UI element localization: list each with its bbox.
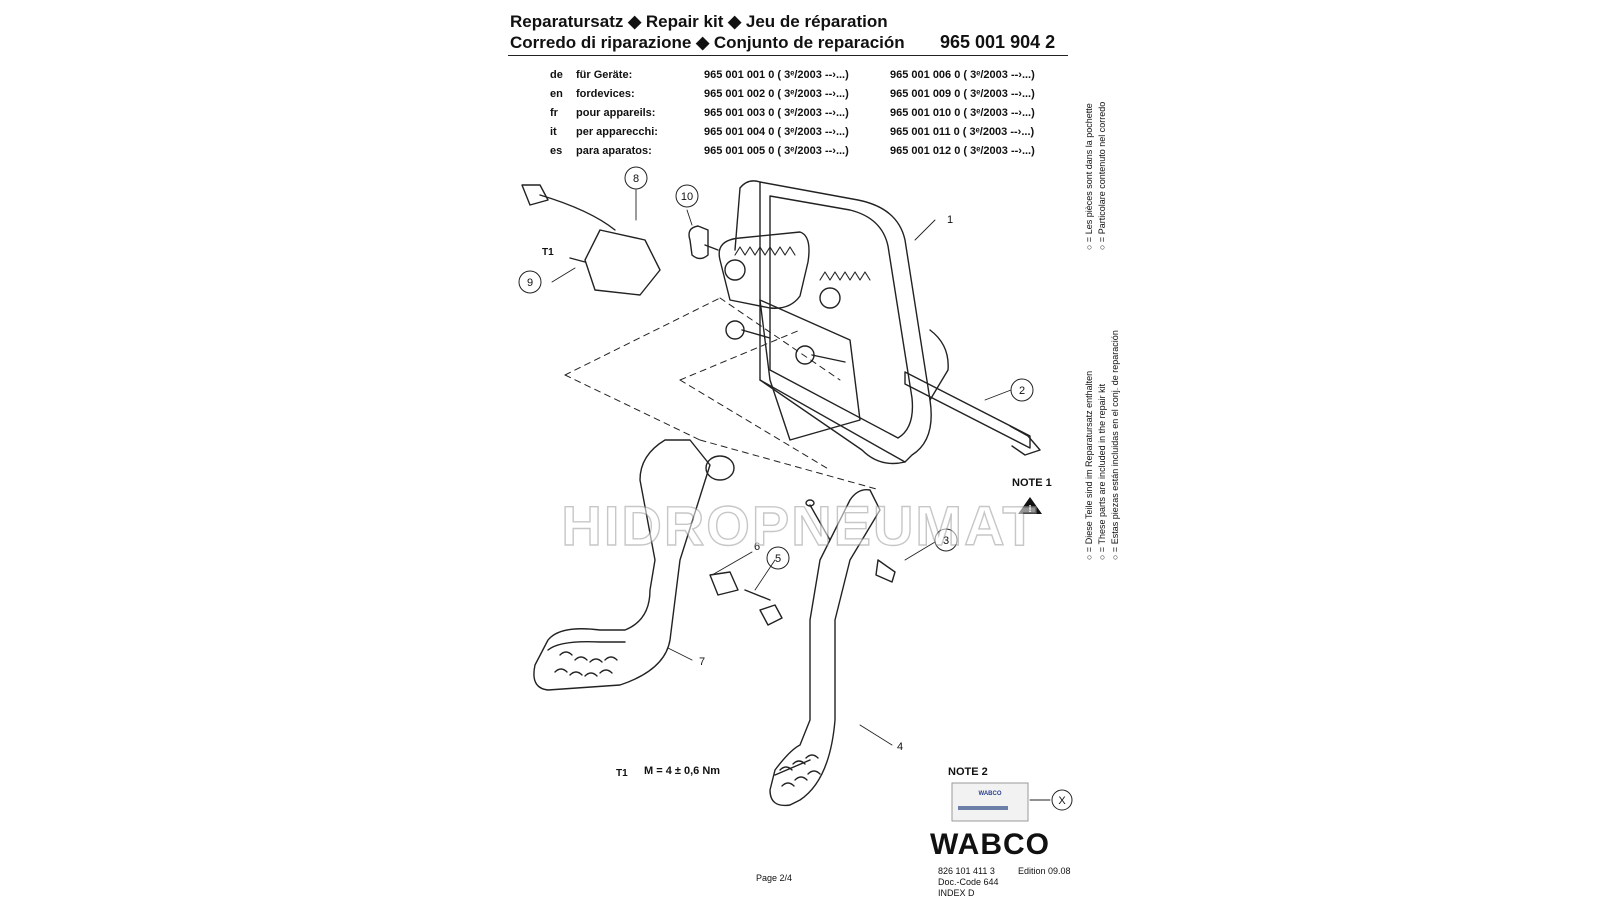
device-code-2: 965 001 010 0 ( 3ᵉ/2003 --›...) xyxy=(890,107,1035,119)
torque-icon-top: T1 xyxy=(542,247,554,258)
torque-icon-bottom: T1 xyxy=(616,768,628,779)
device-code-1: 965 001 005 0 ( 3ᵉ/2003 --›...) xyxy=(704,145,849,157)
device-code-1: 965 001 001 0 ( 3ᵉ/2003 --›...) xyxy=(704,69,849,81)
note-2-packet: WABCO xyxy=(951,782,1029,822)
svg-text:10: 10 xyxy=(681,191,693,203)
callout-6: 6 xyxy=(754,541,760,553)
svg-text:X: X xyxy=(1058,795,1066,807)
svg-text:!: ! xyxy=(1028,504,1031,515)
svg-text:9: 9 xyxy=(527,277,533,289)
right-pedal xyxy=(769,489,881,807)
callout-3: 3 xyxy=(934,528,958,552)
header-rule xyxy=(508,55,1068,56)
svg-text:T1: T1 xyxy=(616,768,628,779)
callout-2: 2 xyxy=(1010,378,1034,402)
shaft xyxy=(904,371,1041,456)
svg-text:WABCO: WABCO xyxy=(979,791,1002,797)
edition: Edition 09.08 xyxy=(1018,866,1071,876)
doc-number: 826 101 411 3 xyxy=(938,866,995,876)
left-pedal-pad xyxy=(554,651,618,677)
explode-lines xyxy=(564,297,881,491)
device-code-1: 965 001 004 0 ( 3ᵉ/2003 --›...) xyxy=(704,126,849,138)
warning-icon: ! xyxy=(1018,497,1042,515)
device-code-2: 965 001 012 0 ( 3ᵉ/2003 --›...) xyxy=(890,145,1035,157)
left-pedal xyxy=(533,439,735,691)
device-code-2: 965 001 009 0 ( 3ᵉ/2003 --›...) xyxy=(890,88,1035,100)
pedal-housing xyxy=(734,180,949,465)
device-lang: es xyxy=(550,145,563,157)
device-lang: de xyxy=(550,69,563,81)
svg-text:8: 8 xyxy=(633,173,639,185)
device-label: per apparecchi: xyxy=(576,126,658,138)
device-code-1: 965 001 003 0 ( 3ᵉ/2003 --›...) xyxy=(704,107,849,119)
title-line-2: Corredo di riparazione ◆ Conjunto de rep… xyxy=(510,33,905,52)
device-code-1: 965 001 002 0 ( 3ᵉ/2003 --›...) xyxy=(704,88,849,100)
callout-8: 8 xyxy=(624,166,648,190)
svg-text:7: 7 xyxy=(699,656,705,668)
device-label: fordevices: xyxy=(576,88,635,100)
svg-text:T1: T1 xyxy=(542,247,554,258)
doc-code: Doc.-Code 644 xyxy=(938,877,999,887)
device-lang: it xyxy=(550,126,557,138)
right-pedal-pad xyxy=(779,754,821,787)
title-line-1: Reparatursatz ◆ Repair kit ◆ Jeu de répa… xyxy=(510,12,888,31)
internal-mechanism xyxy=(718,231,861,441)
svg-text:HIDROPNEUMAT: HIDROPNEUMAT xyxy=(561,494,1038,557)
svg-text:1: 1 xyxy=(947,214,953,226)
callout-5: 5 xyxy=(766,546,790,570)
device-code-2: 965 001 011 0 ( 3ᵉ/2003 --›...) xyxy=(890,126,1035,138)
watermark: HIDROPNEUMAT xyxy=(561,493,1038,557)
index: INDEX D xyxy=(938,888,975,898)
callout-1: 1 xyxy=(947,214,953,226)
note-2-label: NOTE 2 xyxy=(948,766,988,778)
brand-logo: WABCO xyxy=(930,828,1050,861)
callout-7: 7 xyxy=(699,656,705,668)
device-lang: fr xyxy=(550,107,558,119)
device-label: para aparatos: xyxy=(576,145,652,157)
device-label: für Geräte: xyxy=(576,69,633,81)
page-number: Page 2/4 xyxy=(756,873,793,883)
springs xyxy=(734,246,871,281)
device-code-2: 965 001 006 0 ( 3ᵉ/2003 --›...) xyxy=(890,69,1035,81)
svg-text:3: 3 xyxy=(943,535,949,547)
svg-text:5: 5 xyxy=(775,553,781,565)
note-1-label: NOTE 1 xyxy=(1012,477,1052,489)
torque-spec: M = 4 ± 0,6 Nm xyxy=(644,765,721,777)
svg-text:2: 2 xyxy=(1019,385,1025,397)
svg-text:4: 4 xyxy=(897,741,903,753)
leader-lines xyxy=(551,189,1051,801)
small-parts xyxy=(521,184,896,626)
svg-text:6: 6 xyxy=(754,541,760,553)
callout-10: 10 xyxy=(675,184,699,208)
callout-9: 9 xyxy=(518,270,542,294)
device-lang: en xyxy=(550,88,563,100)
part-number: 965 001 904 2 xyxy=(940,32,1056,52)
callout-4: 4 xyxy=(897,741,903,753)
callout-x: X xyxy=(1051,789,1073,811)
device-label: pour appareils: xyxy=(576,107,656,119)
